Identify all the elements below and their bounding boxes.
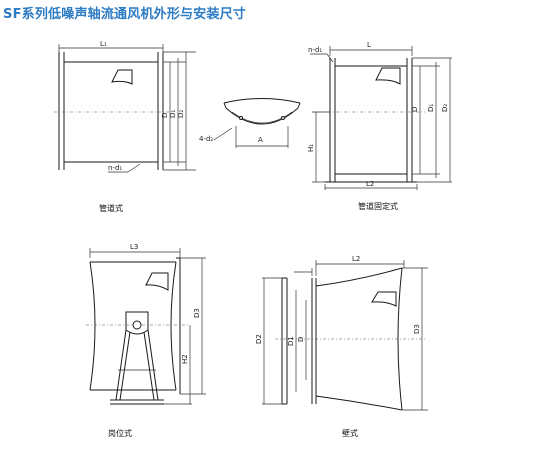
figure-wall-type: L2 D2 D1 D D3 — [255, 255, 428, 411]
dim-label-l1: L₁ — [100, 40, 107, 48]
figure-post-type: L3 D3 H2 — [86, 243, 206, 405]
dim-label-d-wall: D — [297, 337, 305, 342]
label-4-d2: 4-d₂ — [199, 135, 213, 143]
dim-label-d: D — [161, 113, 169, 118]
dim-label-l3: L3 — [130, 243, 138, 251]
dim-label-d2-wall: D2 — [255, 334, 263, 344]
dim-label-h1: H₁ — [307, 144, 315, 152]
dim-label-l: L — [367, 41, 371, 49]
dim-label-d2-fixed: D₂ — [441, 104, 449, 112]
dim-label-d2: D₂ — [177, 110, 185, 118]
label-n-d1: n-d₁ — [108, 164, 122, 172]
dim-label-a: A — [258, 136, 263, 144]
figure-bracket-detail: A 4-d₂ — [199, 98, 301, 148]
figure-duct-fixed-type: L n-d₁ D D₁ D₂ H₁ L2 — [307, 41, 452, 190]
dim-label-h2: H2 — [181, 354, 189, 364]
page-title: SF系列低噪声轴流通风机外形与安装尺寸 — [3, 7, 247, 22]
figure-duct-type: L₁ D D₁ D₂ n-d₁ — [54, 40, 196, 173]
dim-label-l2-fixed: L2 — [366, 180, 374, 188]
dim-label-d3-wall: D3 — [413, 324, 421, 334]
dim-label-l2-wall: L2 — [352, 255, 360, 263]
dim-label-d1-wall: D1 — [287, 336, 295, 346]
dim-label-d3-post: D3 — [193, 308, 201, 318]
dim-label-d1: D₁ — [169, 110, 177, 118]
label-n-d1-fixed: n-d₁ — [308, 46, 322, 54]
caption-wall-type: 壁式 — [342, 428, 358, 438]
caption-duct-fixed-type: 管道固定式 — [358, 201, 398, 211]
caption-duct-type: 管道式 — [99, 203, 123, 213]
dim-label-d1-fixed: D₁ — [427, 104, 435, 112]
dim-label-d-fixed: D — [411, 107, 419, 112]
caption-post-type: 岗位式 — [108, 428, 132, 438]
